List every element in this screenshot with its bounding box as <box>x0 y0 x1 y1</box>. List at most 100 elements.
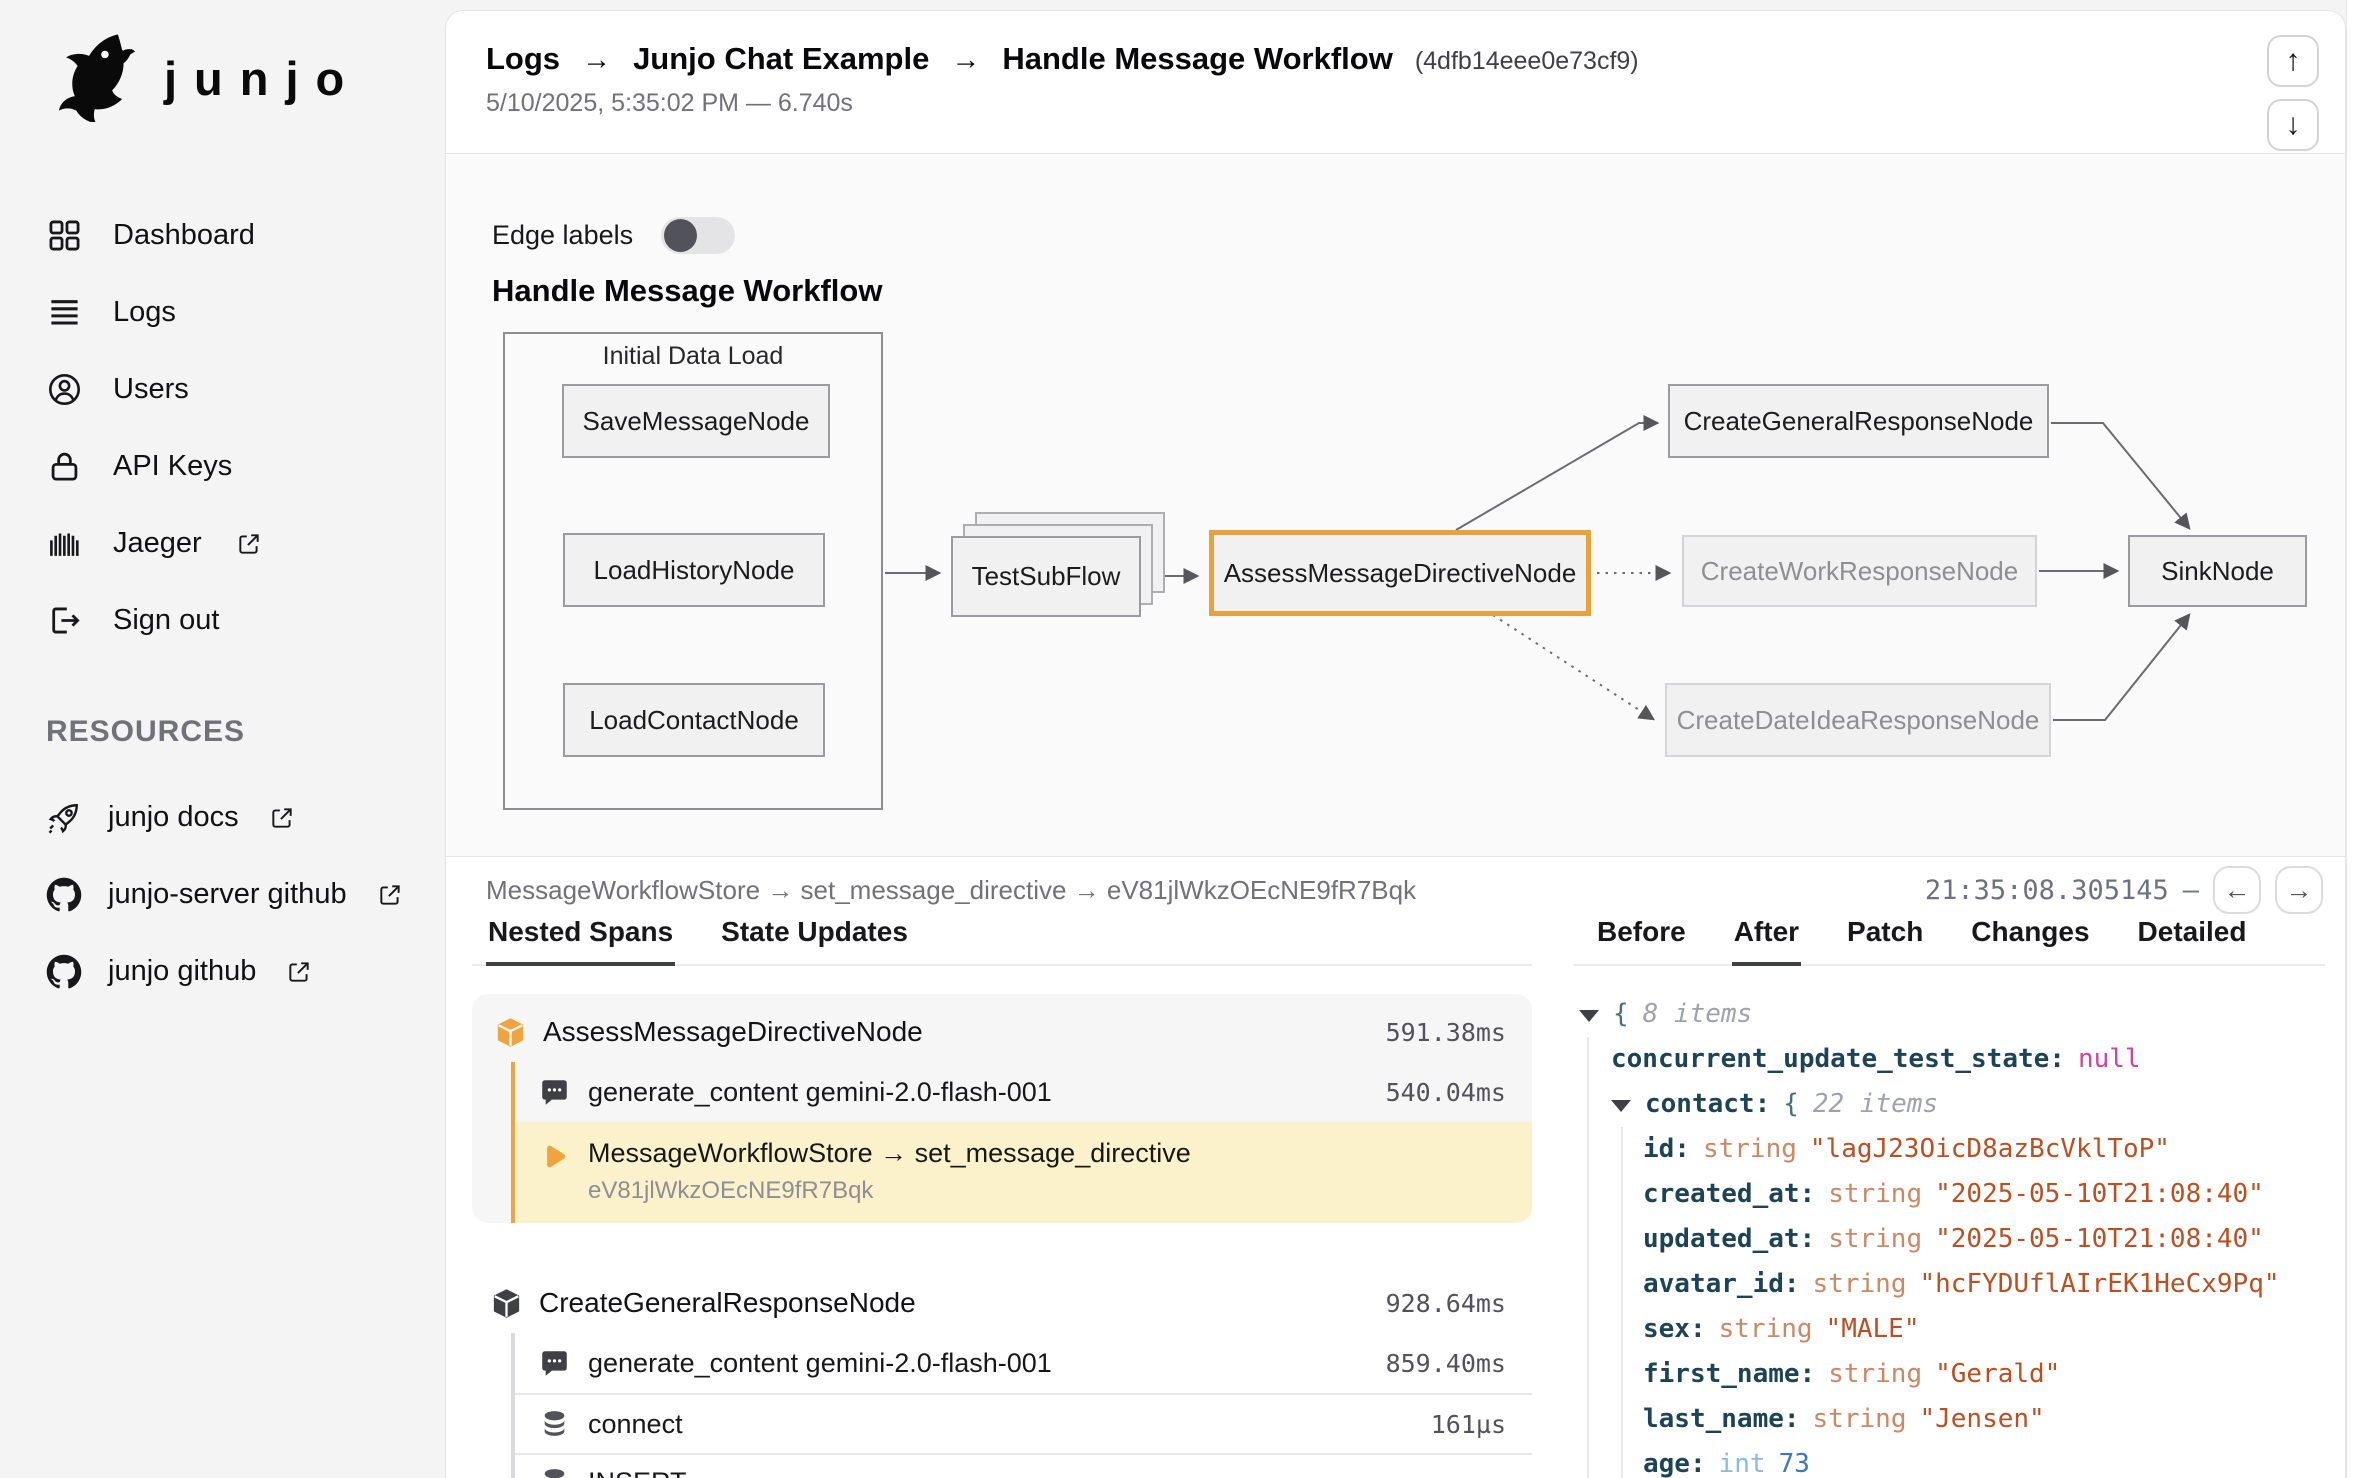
span-duration: 161µs <box>1430 1409 1506 1439</box>
sidebar-item-junjo-docs[interactable]: junjo docs <box>46 779 445 856</box>
diagram-title: Handle Message Workflow <box>492 273 883 308</box>
tab-detailed[interactable]: Detailed <box>2137 916 2247 947</box>
lock-icon <box>46 448 83 485</box>
breadcrumb-workflow[interactable]: Handle Message Workflow <box>1002 41 1393 76</box>
resources-heading: RESOURCES <box>46 715 246 748</box>
logo[interactable]: junjo <box>46 30 445 127</box>
sidebar-item-sign-out[interactable]: Sign out <box>46 582 445 659</box>
sidebar-item-junjo-github[interactable]: junjo github <box>46 933 445 1010</box>
prev-state-button[interactable]: ← <box>2213 866 2261 914</box>
span-children: generate_content gemini-2.0-flash-001 54… <box>511 1062 1532 1223</box>
span-duration: 591.38ms <box>1385 1017 1506 1047</box>
json-value: "Jensen" <box>1919 1404 2045 1434</box>
span-row-assess[interactable]: AssessMessageDirectiveNode 591.38ms <box>472 1002 1532 1062</box>
tab-changes[interactable]: Changes <box>1971 916 2090 947</box>
span-row-generate-content[interactable]: generate_content gemini-2.0-flash-001 54… <box>515 1062 1532 1122</box>
page-header: Logs → Junjo Chat Example → Handle Messa… <box>446 11 2345 154</box>
sidebar-item-label: junjo-server github <box>108 878 347 910</box>
node-create-date-idea-response[interactable]: CreateDateIdeaResponseNode <box>1665 683 2051 757</box>
span-id: eV81jlWkzOEcNE9fR7Bqk <box>588 1177 874 1204</box>
node-create-work-response[interactable]: CreateWorkResponseNode <box>1682 535 2037 607</box>
collapse-caret-icon[interactable] <box>1611 1100 1631 1112</box>
json-type: string <box>1812 1404 1907 1434</box>
node-sink[interactable]: SinkNode <box>2128 535 2307 607</box>
collapse-caret-icon[interactable] <box>1579 1010 1599 1022</box>
workflow-canvas[interactable]: Initial Data Load SaveMessageNode LoadHi… <box>491 330 2326 835</box>
sidebar-item-users[interactable]: Users <box>46 351 445 428</box>
node-load-contact[interactable]: LoadContactNode <box>563 683 825 757</box>
span-row-db-connect[interactable]: connect 161µs <box>515 1393 1532 1453</box>
state-panel: Before After Patch Changes Detailed {8 i… <box>1573 916 2325 1478</box>
workflow-id: (4dfb14eee0e73cf9) <box>1414 47 1639 75</box>
json-value: "2025-05-10T21:08:40" <box>1935 1224 2264 1254</box>
github-icon <box>46 877 82 913</box>
edge-labels-toggle[interactable] <box>661 217 736 254</box>
dashboard-icon <box>46 217 83 254</box>
play-icon <box>539 1142 569 1172</box>
sidebar-item-logs[interactable]: Logs <box>46 274 445 351</box>
json-value: "hcFYDUflAIrEK1HeCx9Pq" <box>1919 1269 2280 1299</box>
breadcrumb-logs[interactable]: Logs <box>486 41 561 76</box>
tab-nested-spans[interactable]: Nested Spans <box>486 916 676 966</box>
sidebar-item-label: Dashboard <box>113 219 255 251</box>
span-name: MessageWorkflowStore → set_message_direc… <box>588 1138 1191 1168</box>
sidebar-item-api-keys[interactable]: API Keys <box>46 428 445 505</box>
breadcrumb-arrow-icon: → <box>951 44 981 76</box>
sidebar-item-jaeger[interactable]: Jaeger <box>46 505 445 582</box>
workflow-diagram-section: Edge labels Handle Message Workflow <box>446 155 2345 857</box>
json-row: id:string"lagJ23OicD8azBcVklToP" <box>1643 1127 2325 1172</box>
package-icon <box>490 1287 523 1320</box>
json-key: avatar_id: <box>1643 1269 1800 1299</box>
json-items-count: 8 items <box>1642 999 1753 1029</box>
node-test-subflow[interactable]: TestSubFlow <box>951 536 1141 617</box>
span-row-generate-content[interactable]: generate_content gemini-2.0-flash-001 85… <box>515 1333 1532 1393</box>
json-key: concurrent_update_test_state: <box>1611 1044 2065 1074</box>
database-icon <box>539 1467 570 1478</box>
package-icon <box>494 1016 527 1049</box>
spans-panel: Nested Spans State Updates AssessMessage… <box>472 916 1532 1478</box>
json-row: last_name:string"Jensen" <box>1643 1397 2325 1442</box>
sidebar-item-label: Jaeger <box>113 527 202 559</box>
breadcrumb-workflow-group[interactable]: Junjo Chat Example <box>633 41 930 76</box>
span-row-db-insert[interactable]: INSERT <box>515 1453 1532 1478</box>
node-create-general-response[interactable]: CreateGeneralResponseNode <box>1668 384 2049 458</box>
json-contact-line: contact:{22 items <box>1611 1082 2325 1127</box>
database-icon <box>539 1409 570 1440</box>
json-type: string <box>1702 1134 1797 1164</box>
external-link-icon <box>377 882 403 908</box>
span-group-create-general: CreateGeneralResponseNode 928.64ms gener… <box>472 1273 1532 1478</box>
tab-after[interactable]: After <box>1731 916 1802 966</box>
json-row: sex:string"MALE" <box>1643 1307 2325 1352</box>
koi-fish-logo-icon <box>46 30 138 127</box>
node-assess-message-directive[interactable]: AssessMessageDirectiveNode <box>1209 530 1591 616</box>
rocket-icon <box>46 800 82 836</box>
span-children: generate_content gemini-2.0-flash-001 85… <box>511 1333 1532 1478</box>
json-row: avatar_id:string"hcFYDUflAIrEK1HeCx9Pq" <box>1643 1262 2325 1307</box>
tab-before[interactable]: Before <box>1597 916 1686 947</box>
tab-patch[interactable]: Patch <box>1847 916 1924 947</box>
span-row-create-general[interactable]: CreateGeneralResponseNode 928.64ms <box>472 1273 1532 1333</box>
next-state-button[interactable]: → <box>2275 866 2323 914</box>
sidebar-item-dashboard[interactable]: Dashboard <box>46 197 445 274</box>
json-key: id: <box>1643 1134 1690 1164</box>
json-key: first_name: <box>1643 1359 1816 1389</box>
node-load-history[interactable]: LoadHistoryNode <box>563 533 825 607</box>
span-breadcrumb: MessageWorkflowStore → set_message_direc… <box>486 874 1417 905</box>
scroll-up-button[interactable]: ↑ <box>2267 35 2319 87</box>
scroll-down-button[interactable]: ↓ <box>2267 99 2319 151</box>
sidebar-item-label: Users <box>113 373 189 405</box>
tab-state-updates[interactable]: State Updates <box>721 916 908 947</box>
span-duration: 540.04ms <box>1385 1077 1506 1107</box>
node-save-message[interactable]: SaveMessageNode <box>562 384 830 458</box>
span-name: generate_content gemini-2.0-flash-001 <box>588 1347 1052 1378</box>
json-row: updated_at:string"2025-05-10T21:08:40" <box>1643 1217 2325 1262</box>
span-row-store-update-selected[interactable]: MessageWorkflowStore → set_message_direc… <box>515 1122 1532 1223</box>
page-scrollbar[interactable] <box>2346 0 2364 1478</box>
json-brace: { <box>1783 1089 1799 1119</box>
edge-labels-label: Edge labels <box>492 220 634 250</box>
json-key: age: <box>1643 1449 1706 1478</box>
users-icon <box>46 371 83 408</box>
sidebar-item-junjo-server-github[interactable]: junjo-server github <box>46 856 445 933</box>
json-type: string <box>1828 1179 1923 1209</box>
